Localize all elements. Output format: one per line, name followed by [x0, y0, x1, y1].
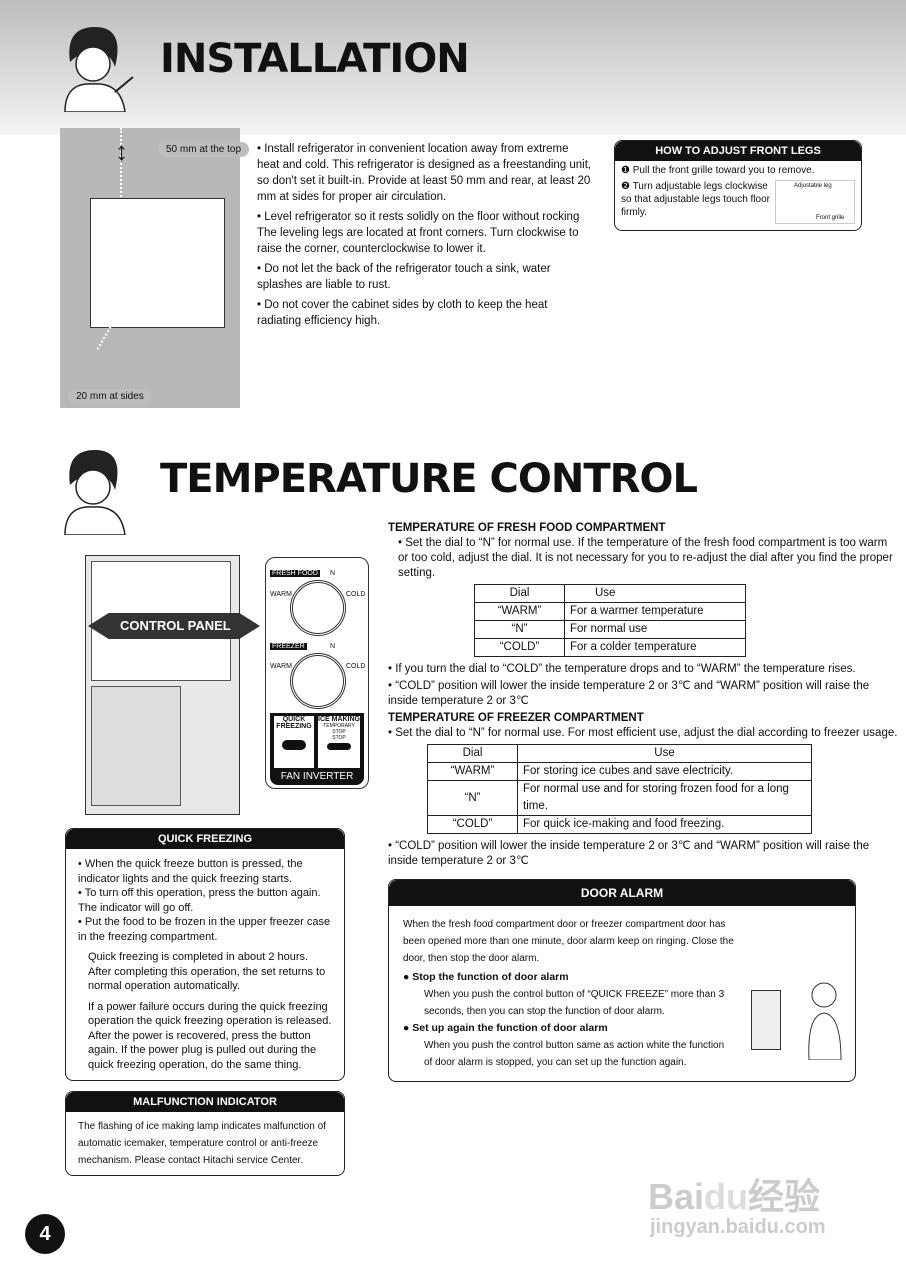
- n-label: N: [330, 570, 336, 577]
- control-panel: FRESH FOOD N WARM COLD FREEZER N WARM CO…: [265, 557, 369, 789]
- temperature-control-title: TEMPERATURE CONTROL: [160, 456, 698, 502]
- door-alarm-text2: When you push the control button same as…: [424, 1040, 725, 1068]
- step-2-text: Turn adjustable legs clockwise so that a…: [621, 181, 770, 218]
- table-row: “N”For normal use: [474, 620, 746, 639]
- mascot-illustration: [64, 27, 134, 112]
- bullet: • Put the food to be frozen in the upper…: [78, 916, 331, 943]
- cell: “N”: [427, 780, 518, 816]
- paragraph: If a power failure occurs during the qui…: [88, 1000, 332, 1071]
- cell: For a colder temperature: [564, 638, 746, 657]
- watermark-url: jingyan.baidu.com: [650, 1216, 826, 1238]
- bullet: • Level refrigerator so it rests solidly…: [257, 211, 580, 255]
- freezer-dial[interactable]: [290, 653, 346, 709]
- left-boxes-column: QUICK FREEZING • When the quick freeze b…: [65, 828, 345, 1176]
- watermark-logo: Baidu经验: [648, 1176, 821, 1217]
- fridge-illustration: [85, 555, 240, 815]
- paragraph: Quick freezing is completed in about 2 h…: [88, 951, 326, 992]
- malfunction-title: MALFUNCTION INDICATOR: [66, 1092, 344, 1112]
- installation-title: INSTALLATION: [160, 36, 470, 82]
- bullet: • Do not cover the cabinet sides by clot…: [257, 299, 548, 327]
- mascot-illustration: [64, 450, 126, 535]
- temperature-text-column: TEMPERATURE OF FRESH FOOD COMPARTMENT • …: [388, 521, 900, 1082]
- table-header: Use: [517, 744, 812, 763]
- control-panel-label: CONTROL PANEL: [88, 613, 260, 639]
- fresh-note: • “COLD” position will lower the inside …: [388, 680, 870, 707]
- bullet: • Install refrigerator in convenient loc…: [257, 143, 592, 203]
- table-row: “WARM”For a warmer temperature: [474, 602, 746, 621]
- door-alarm-sub2: Set up again the function of door alarm: [412, 1022, 608, 1034]
- step-2-icon: ❷: [621, 181, 633, 192]
- legs-illustration: Adjustable leg Front grille: [775, 180, 855, 224]
- table-row: “N”For normal use and for storing frozen…: [427, 780, 812, 816]
- cell: “COLD”: [427, 815, 518, 834]
- installation-bullets: • Install refrigerator in convenient loc…: [257, 141, 592, 329]
- page-header-band: [0, 0, 906, 135]
- cell: For a warmer temperature: [564, 602, 746, 621]
- cell: For normal use: [564, 620, 746, 639]
- cell: For quick ice-making and food freezing.: [517, 815, 812, 834]
- freezer-heading: TEMPERATURE OF FREEZER COMPARTMENT: [388, 712, 644, 724]
- woman-illustration: [808, 982, 842, 1060]
- door-alarm-text1: When you push the control button of “QUI…: [424, 989, 725, 1017]
- fresh-note: • If you turn the dial to “COLD” the tem…: [388, 663, 856, 675]
- freezer-label: FREEZER: [270, 643, 307, 650]
- label-adjustable-leg: Adjustable leg: [794, 183, 832, 189]
- door-alarm-box: DOOR ALARM When the fresh food compartme…: [388, 879, 856, 1082]
- quick-freezing-title: QUICK FREEZING: [66, 829, 344, 849]
- table-header: Dial: [427, 744, 518, 763]
- cell: “N”: [474, 620, 565, 639]
- double-arrow-icon: ↕: [115, 136, 128, 166]
- stop-label: STOP: [332, 735, 346, 741]
- step-1-icon: ❶: [621, 165, 633, 176]
- bullet: • Do not let the back of the refrigerato…: [257, 263, 551, 291]
- cell: “COLD”: [474, 638, 565, 657]
- step-1-text: Pull the front grille toward you to remo…: [632, 165, 815, 176]
- page-number: 4: [25, 1214, 65, 1254]
- table-header: Use: [564, 584, 746, 603]
- installation-illustration: ↕: [60, 128, 240, 408]
- front-legs-title: HOW TO ADJUST FRONT LEGS: [615, 141, 861, 161]
- fresh-food-dial[interactable]: [290, 580, 346, 636]
- label-20mm-sides: 20 mm at sides: [68, 389, 152, 404]
- table-row: “COLD”For a colder temperature: [474, 638, 746, 657]
- freezer-intro: • Set the dial to “N” for normal use. Fo…: [388, 727, 898, 739]
- front-legs-box: HOW TO ADJUST FRONT LEGS ❶ Pull the fron…: [614, 140, 862, 231]
- freezer-note: • “COLD” position will lower the inside …: [388, 840, 870, 867]
- bullet: • To turn off this operation, press the …: [78, 887, 321, 914]
- label-50mm-top: 50 mm at the top: [158, 142, 250, 157]
- table-row: “COLD”For quick ice-making and food free…: [427, 815, 812, 834]
- cold-label: COLD: [346, 591, 366, 598]
- fan-inverter-label: FAN INVERTER: [280, 771, 354, 782]
- ice-making-button[interactable]: [327, 743, 351, 750]
- temporary-stop-label: TEMPORARY STOP: [323, 723, 355, 735]
- bullet: • When the quick freeze button is presse…: [78, 858, 303, 885]
- table-header: Dial: [474, 584, 565, 603]
- quick-freezing-box: QUICK FREEZING • When the quick freeze b…: [65, 828, 345, 1081]
- fresh-food-intro: • Set the dial to “N” for normal use. If…: [398, 537, 893, 579]
- quick-freeze-button[interactable]: [282, 740, 306, 750]
- door-alarm-intro: When the fresh food compartment door or …: [403, 919, 734, 964]
- door-alarm-title: DOOR ALARM: [389, 880, 855, 906]
- cell: For storing ice cubes and save electrici…: [517, 762, 812, 781]
- cell: For normal use and for storing frozen fo…: [517, 780, 812, 816]
- warm-label: WARM: [270, 591, 292, 598]
- n-label: N: [330, 643, 336, 650]
- door-alarm-sub1: Stop the function of door alarm: [412, 971, 569, 983]
- cell: “WARM”: [474, 602, 565, 621]
- fridge-alarm-illustration: [751, 990, 781, 1050]
- cold-label: COLD: [346, 663, 366, 670]
- cell: “WARM”: [427, 762, 518, 781]
- fresh-food-heading: TEMPERATURE OF FRESH FOOD COMPARTMENT: [388, 522, 666, 534]
- table-row: “WARM”For storing ice cubes and save ele…: [427, 762, 812, 781]
- fresh-food-label: FRESH FOOD: [270, 570, 320, 577]
- label-front-grille: Front grille: [816, 215, 845, 221]
- ice-making-label: ICE MAKING: [318, 716, 360, 723]
- malfunction-box: MALFUNCTION INDICATOR The flashing of ic…: [65, 1091, 345, 1176]
- warm-label: WARM: [270, 663, 292, 670]
- quick-freezing-label: QUICK FREEZING: [276, 716, 312, 730]
- malfunction-text: The flashing of ice making lamp indicate…: [78, 1121, 326, 1166]
